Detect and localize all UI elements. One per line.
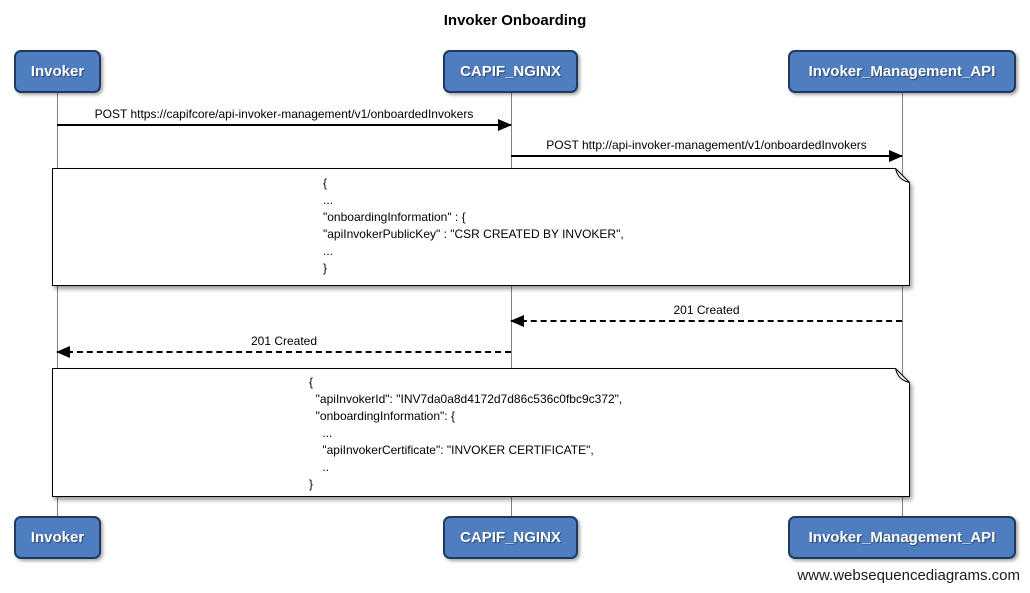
- actor-capif-nginx-bottom: CAPIF_NGINX: [443, 516, 578, 559]
- message-post-capifcore-onboarded-invokers: POST https://capifcore/api-invoker-manag…: [57, 107, 512, 131]
- message-post-api-invoker-management-onboarded-invokers: POST http://api-invoker-management/v1/on…: [511, 138, 903, 162]
- actor-label: Invoker_Management_API: [808, 529, 996, 546]
- arrowhead-left-icon: [510, 315, 524, 327]
- message-label: 201 Created: [250, 334, 318, 348]
- message-label: POST https://capifcore/api-invoker-manag…: [94, 107, 474, 121]
- lifeline-capif-nginx: [511, 93, 512, 516]
- note-fold-corner: [895, 368, 910, 383]
- note-paper-icon: [52, 168, 910, 286]
- actor-label: Invoker: [30, 63, 85, 80]
- arrowhead-right-icon: [889, 150, 903, 162]
- note-fold-corner: [895, 168, 910, 183]
- note-request-body: { ... "onboardingInformation" : { "apiIn…: [52, 168, 910, 286]
- message-line: [510, 315, 902, 327]
- message-line: [56, 346, 511, 358]
- actor-invoker-management-api-top: Invoker_Management_API: [788, 50, 1016, 93]
- message-201-created-to-invoker: 201 Created: [56, 334, 511, 358]
- message-line: [511, 150, 903, 162]
- watermark-websequencediagrams: www.websequencediagrams.com: [797, 567, 1020, 584]
- actor-label: Invoker_Management_API: [808, 63, 996, 80]
- actor-invoker-bottom: Invoker: [14, 516, 101, 559]
- arrowhead-right-icon: [498, 119, 512, 131]
- actor-label: CAPIF_NGINX: [460, 63, 561, 80]
- message-line: [57, 119, 512, 131]
- actor-capif-nginx-top: CAPIF_NGINX: [443, 50, 578, 93]
- note-paper-icon: [52, 368, 910, 497]
- lifeline-invoker-management-api: [902, 93, 903, 516]
- actor-invoker-management-api-bottom: Invoker_Management_API: [788, 516, 1016, 559]
- actor-label: CAPIF_NGINX: [460, 529, 561, 546]
- message-201-created-to-capif: 201 Created: [510, 303, 902, 327]
- actor-invoker-top: Invoker: [14, 50, 101, 93]
- actor-label: Invoker: [30, 529, 85, 546]
- message-label: POST http://api-invoker-management/v1/on…: [546, 138, 867, 152]
- lifeline-invoker: [57, 93, 58, 516]
- note-text: { "apiInvokerId": "INV7da0a8d4172d7d86c5…: [309, 375, 623, 491]
- note-response-body: { "apiInvokerId": "INV7da0a8d4172d7d86c5…: [52, 368, 910, 497]
- note-text: { ... "onboardingInformation" : { "apiIn…: [323, 176, 624, 275]
- arrowhead-left-icon: [56, 346, 70, 358]
- diagram-title: Invoker Onboarding: [443, 12, 587, 29]
- message-label: 201 Created: [673, 303, 740, 317]
